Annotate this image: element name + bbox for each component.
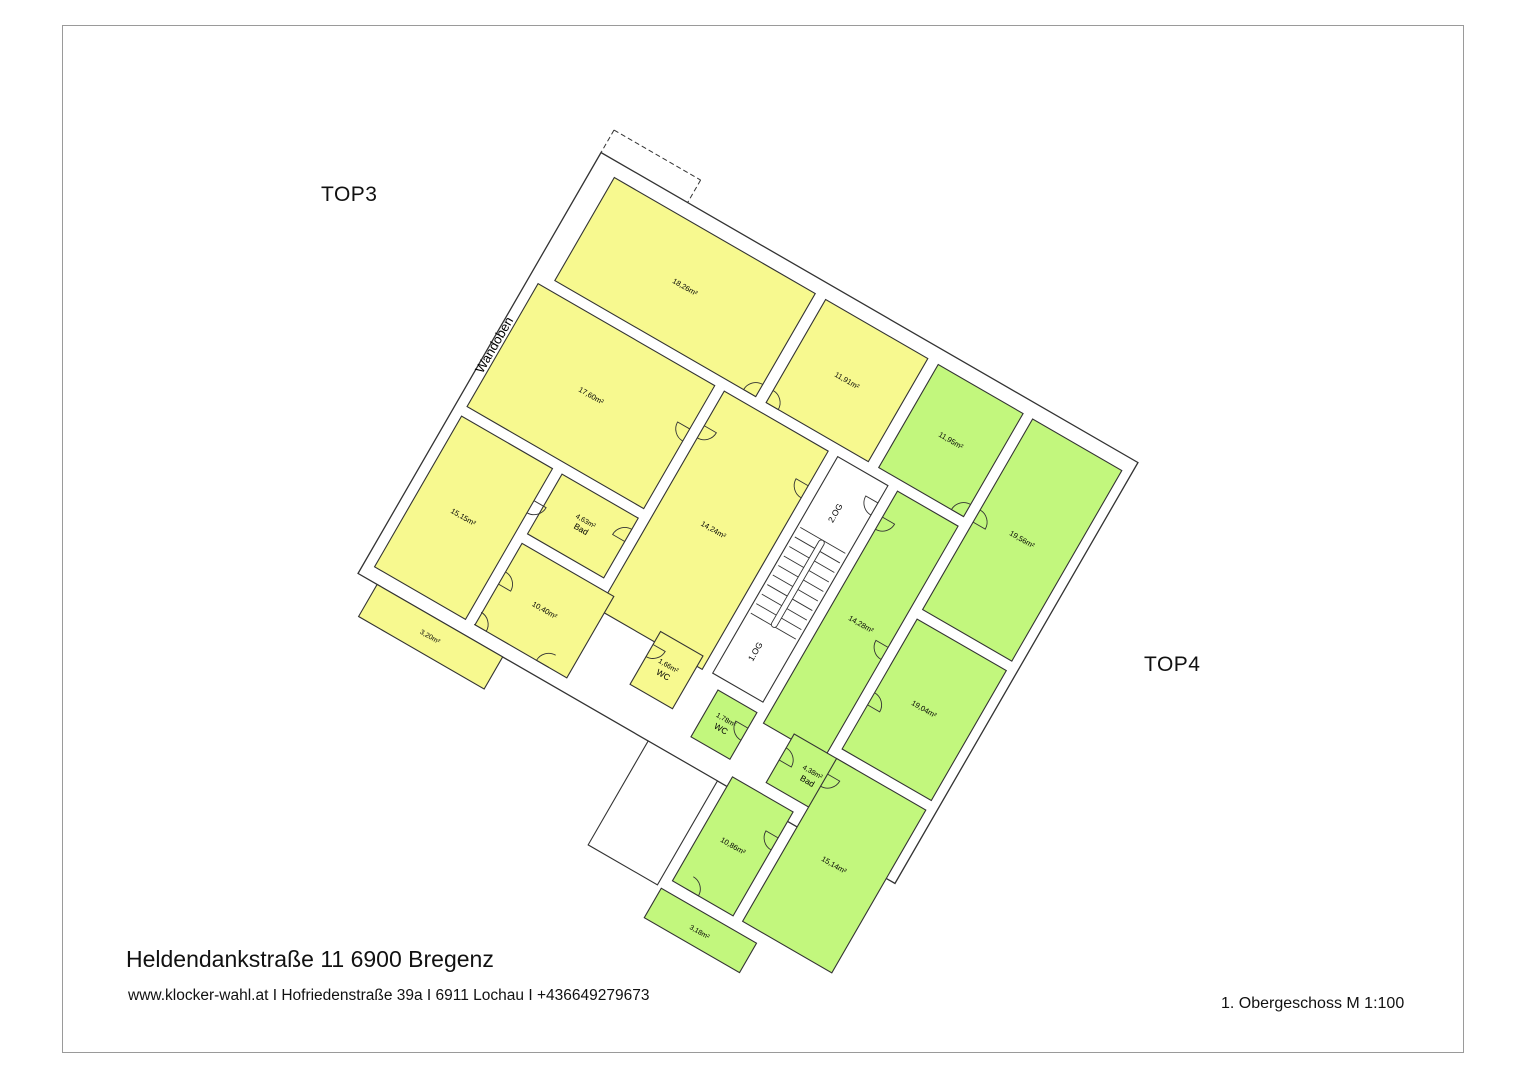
room-18-26	[554, 176, 816, 398]
door-swing	[950, 502, 971, 517]
balcony-3-20	[357, 583, 504, 690]
door-swing	[778, 747, 794, 768]
door-swing	[535, 652, 556, 668]
balcony-3-18	[643, 887, 758, 974]
door-swing	[675, 421, 690, 442]
door-swing	[742, 382, 763, 397]
stair-steps	[750, 527, 846, 640]
door-swing	[875, 516, 896, 532]
door-swing	[867, 692, 883, 713]
room-10-86	[671, 776, 794, 917]
room-19-04	[841, 618, 1008, 802]
room-bad-4-63	[526, 473, 639, 579]
door-swing	[765, 390, 781, 411]
door-swing	[686, 876, 701, 897]
door-swing	[863, 495, 879, 516]
room-wc-1-66	[629, 630, 704, 710]
room-15-15	[373, 415, 554, 621]
scale-label: 1. Obergeschoss M 1:100	[1221, 995, 1405, 1012]
door-swing	[526, 500, 547, 516]
sheet-frame	[62, 25, 1464, 1053]
room-19-56	[921, 418, 1123, 662]
door-swings	[473, 382, 988, 897]
room-17-60	[466, 282, 716, 510]
stair-rail	[770, 539, 825, 628]
door-swing	[820, 773, 841, 789]
roof-edge-left	[600, 129, 615, 153]
room-14-24	[597, 390, 829, 671]
door-swing	[498, 571, 513, 592]
courtyard-void	[587, 740, 719, 886]
contact-line: www.klocker-wahl.at I Hofriedenstraße 39…	[128, 987, 650, 1004]
door-swing	[611, 527, 632, 542]
door-swing	[645, 644, 666, 659]
door-swing	[972, 509, 988, 530]
room-11-95	[877, 363, 1024, 518]
door-swing	[473, 611, 489, 632]
room-15-14	[741, 757, 927, 974]
roof-edge-top	[613, 129, 701, 181]
unit-label-top4: TOP4	[1144, 653, 1201, 676]
door-swing	[793, 478, 809, 499]
door-swing	[733, 720, 749, 741]
roof-edge-right	[687, 179, 702, 203]
door-swing	[763, 830, 779, 851]
unit-label-top3: TOP3	[321, 183, 378, 206]
room-wc-1-78	[690, 689, 758, 761]
door-swing	[873, 639, 889, 660]
room-11-91	[765, 298, 929, 463]
address: Heldendankstraße 11 6900 Bregenz	[126, 946, 494, 972]
door-swing	[697, 425, 717, 441]
